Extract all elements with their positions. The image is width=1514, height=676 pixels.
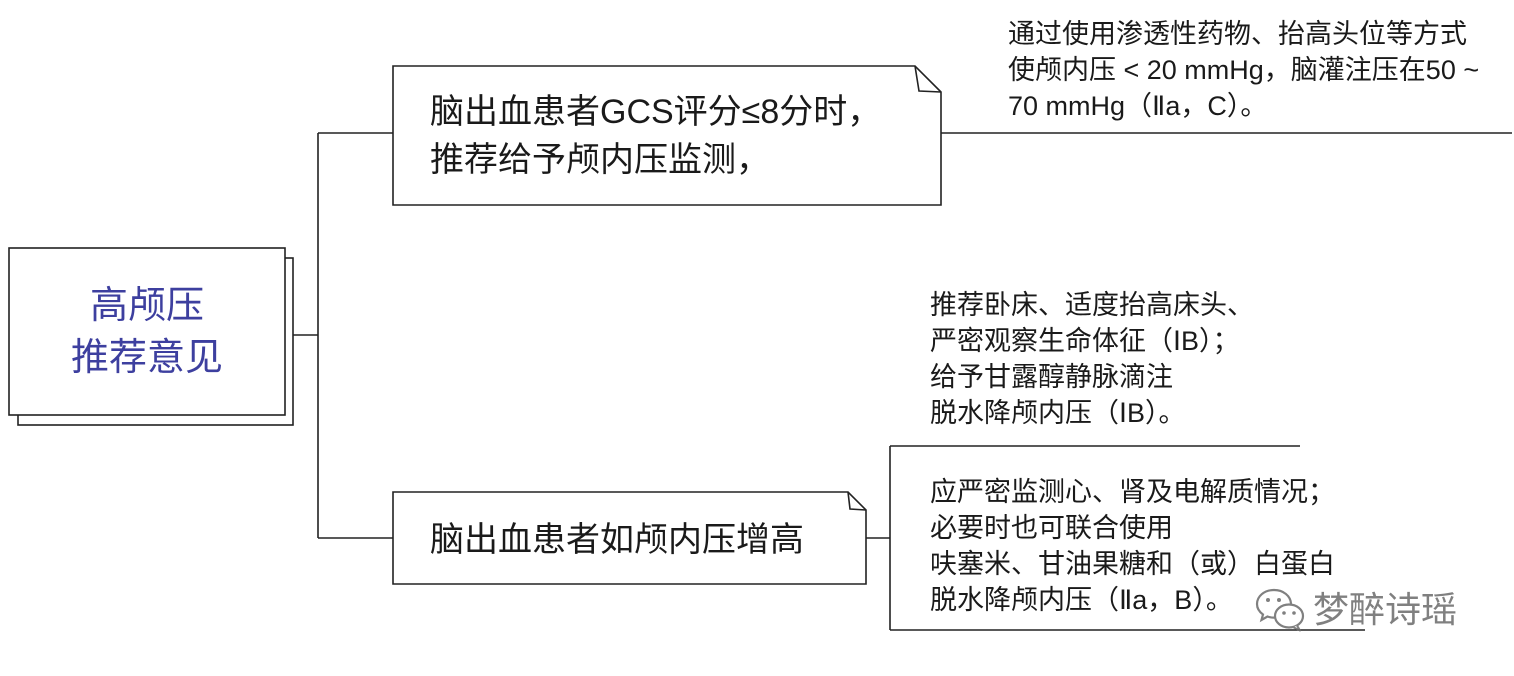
branch2-box-line-1: 脑出血患者如颅内压增高 [430, 521, 804, 559]
branch1-note-line-3: 70 mmHg（Ⅱa，C）。 [1008, 91, 1268, 121]
root-box [8, 247, 286, 416]
branch1-box-text: 脑出血患者GCS评分≤8分时， 推荐给予颅内压监测， [430, 88, 881, 184]
branch1-box [392, 65, 942, 206]
wechat-icon [1255, 588, 1305, 632]
branch2-lower-note-line-3: 呋塞米、甘油果糖和（或）白蛋白 [930, 549, 1335, 579]
root-title: 高颅压 推荐意见 [9, 280, 285, 384]
watermark-text: 梦醉诗瑶 [1313, 589, 1458, 630]
branch2-box-fold [847, 491, 867, 511]
branch2-upper-note-line-4: 脱水降颅内压（ⅠB）。 [930, 398, 1186, 428]
branch2-box-text: 脑出血患者如颅内压增高 [430, 516, 804, 564]
branch2-upper-note-line-3: 给予甘露醇静脉滴注 [930, 362, 1173, 392]
root-title-line-2: 推荐意见 [70, 337, 223, 379]
branch1-note: 通过使用渗透性药物、抬高头位等方式 使颅内压 < 20 mmHg，脑灌注压在50… [1008, 16, 1479, 124]
branch1-box-line-2: 推荐给予颅内压监测， [430, 141, 770, 179]
branch1-box-line-1: 脑出血患者GCS评分≤8分时， [430, 93, 882, 131]
branch2-lower-note-line-2: 必要时也可联合使用 [930, 513, 1173, 543]
branch2-upper-note-line-1: 推荐卧床、适度抬高床头、 [930, 290, 1254, 320]
root-title-line-1: 高颅压 [89, 285, 204, 327]
branch2-upper-note-line-2: 严密观察生命体征（ⅠB）； [930, 326, 1240, 356]
watermark: 梦醉诗瑶 [1255, 586, 1457, 634]
branch1-box-fold [914, 65, 942, 93]
branch1-note-line-1: 通过使用渗透性药物、抬高头位等方式 [1008, 19, 1467, 49]
branch2-lower-note-line-1: 应严密监测心、肾及电解质情况； [930, 477, 1335, 507]
branch2-lower-note-line-4: 脱水降颅内压（Ⅱa，B）。 [930, 585, 1233, 615]
branch2-upper-note: 推荐卧床、适度抬高床头、 严密观察生命体征（ⅠB）； 给予甘露醇静脉滴注 脱水降… [930, 287, 1254, 431]
branch1-note-line-2: 使颅内压 < 20 mmHg，脑灌注压在50 ~ [1008, 55, 1480, 85]
branch2-box [392, 491, 867, 585]
branch2-lower-note: 应严密监测心、肾及电解质情况； 必要时也可联合使用 呋塞米、甘油果糖和（或）白蛋… [930, 474, 1335, 618]
